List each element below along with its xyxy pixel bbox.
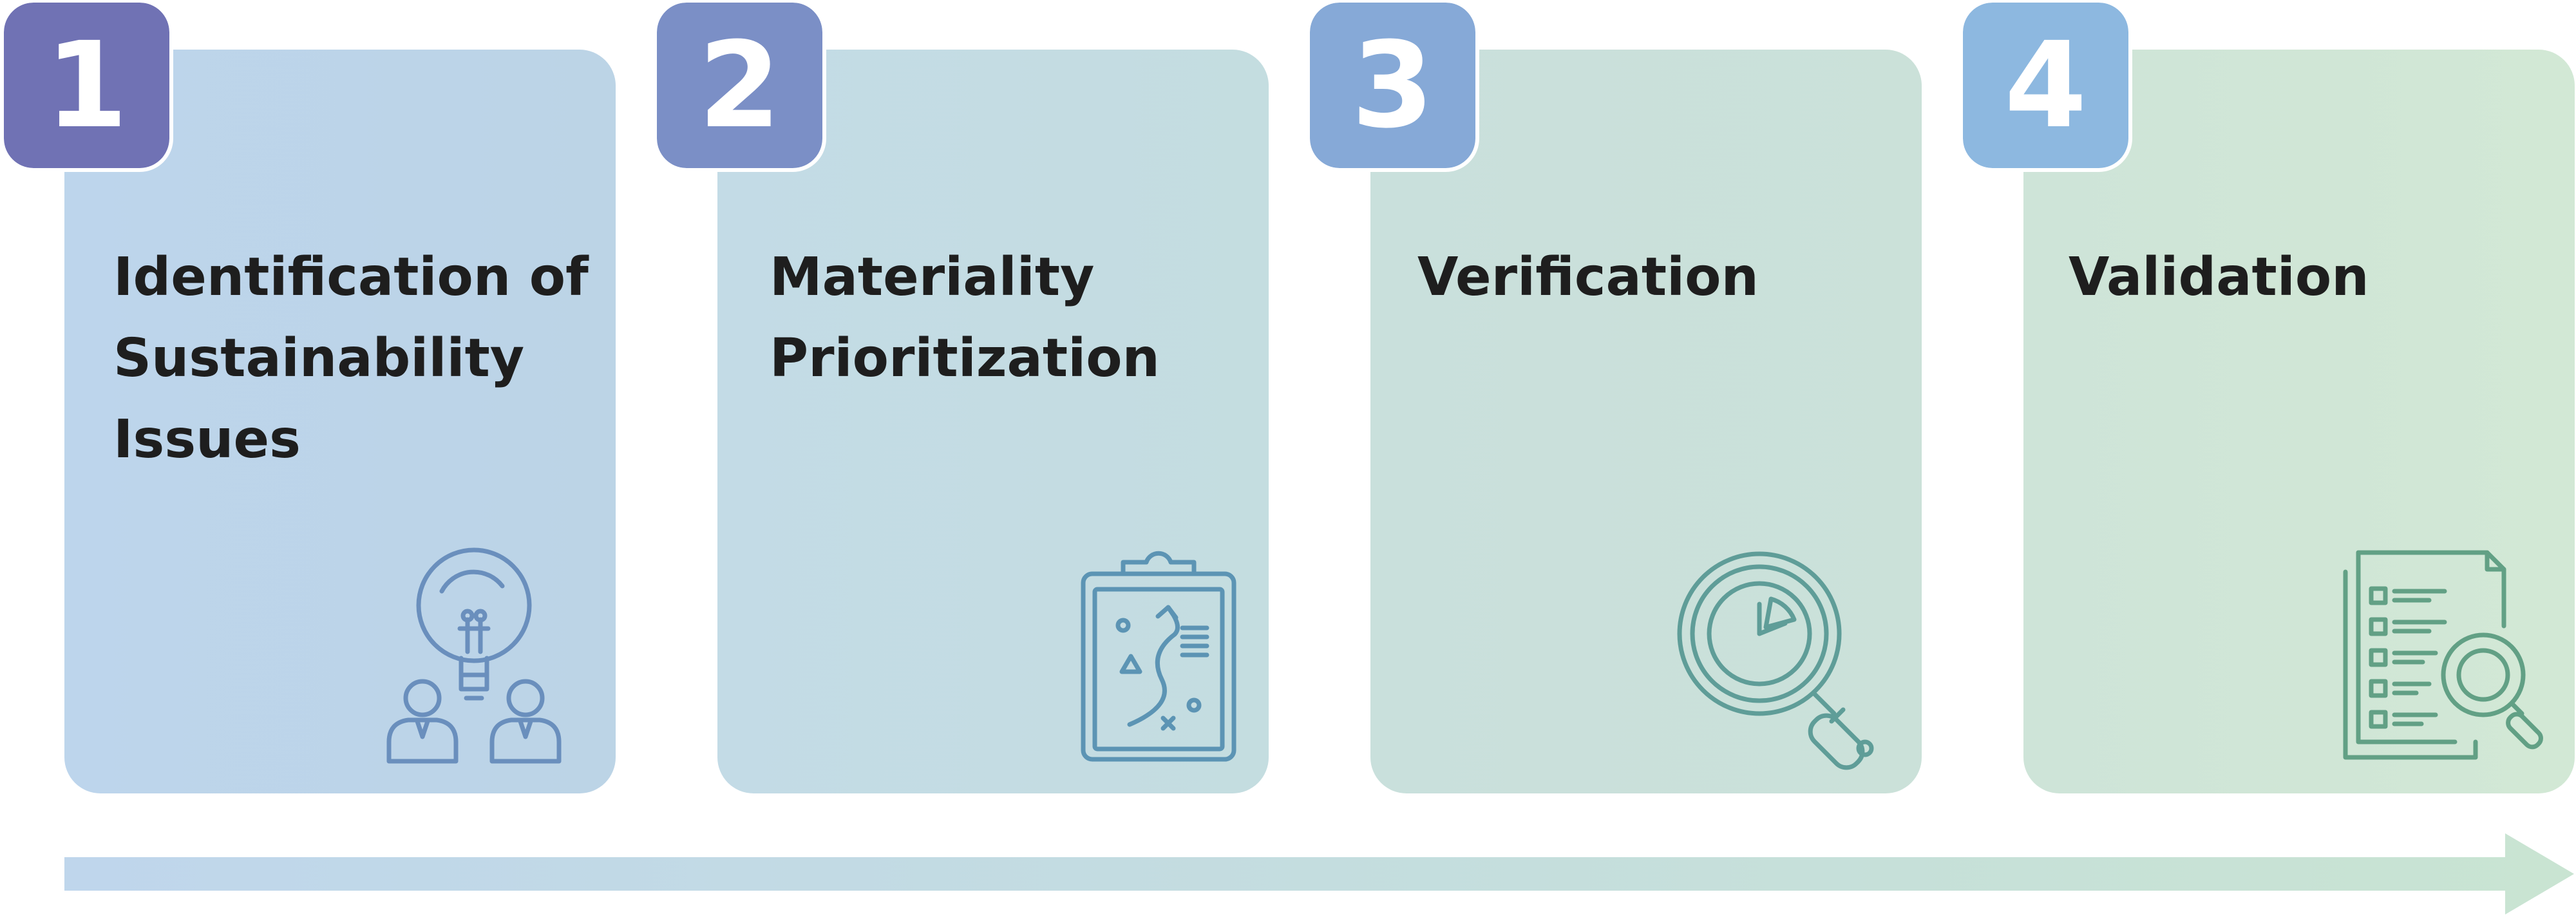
step-number-badge: 1 (0, 0, 173, 172)
magnifier-pie-chart-icon (1674, 549, 1893, 770)
progress-arrow (64, 833, 2576, 917)
step-number-badge: 4 (1959, 0, 2132, 172)
step-number-badge: 3 (1306, 0, 1479, 172)
step-card (2023, 50, 2575, 793)
idea-lightbulb-people-icon (380, 547, 573, 768)
step-title: Identification of Sustainability Issues (113, 247, 589, 470)
clipboard-strategy-icon (1078, 551, 1239, 763)
step-title: Materiality Prioritization (770, 247, 1160, 389)
step-card (717, 50, 1269, 793)
step-number-badge: 2 (653, 0, 826, 172)
step-title: Validation (2069, 247, 2369, 308)
step-card (64, 50, 616, 793)
document-checklist-search-icon (2339, 549, 2576, 768)
step-title: Verification (1417, 247, 1759, 308)
